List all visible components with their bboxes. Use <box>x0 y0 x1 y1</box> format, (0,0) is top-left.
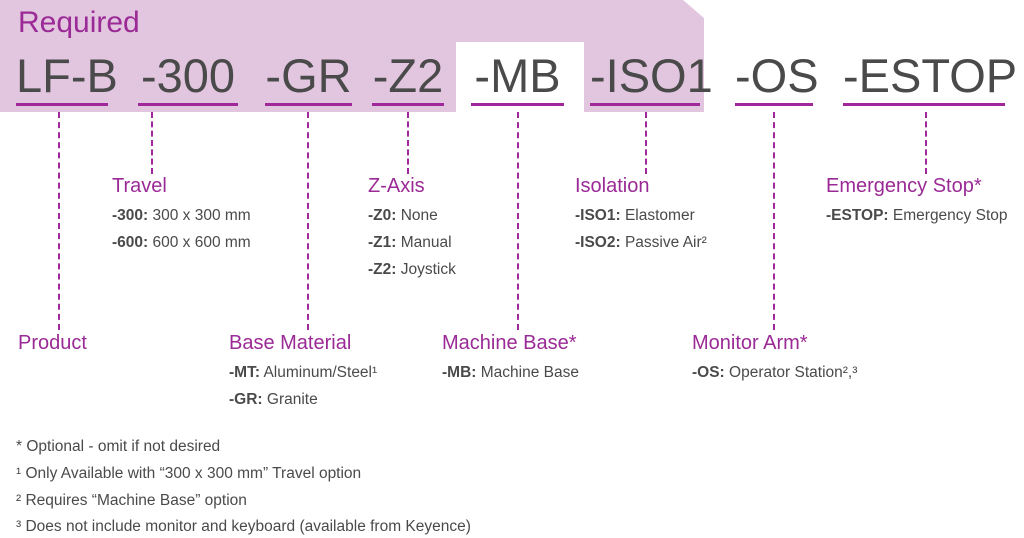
group-label-travel: Travel <box>112 175 167 197</box>
option-travel-600: -600: 600 x 600 mm <box>112 229 251 256</box>
segment-travel-code: -300 <box>140 49 236 102</box>
connector-travel <box>151 112 153 174</box>
segment-machine-base: -MB <box>471 50 564 106</box>
connector-emergency-stop <box>925 112 927 174</box>
required-label: Required <box>18 6 140 39</box>
option-desc: 300 x 300 mm <box>152 207 251 224</box>
option-travel-300: -300: 300 x 300 mm <box>112 202 251 229</box>
option-estop: -ESTOP: Emergency Stop <box>826 202 1008 229</box>
option-code: -OS: <box>692 364 725 381</box>
option-desc: 600 x 600 mm <box>152 234 251 251</box>
option-mb: -MB: Machine Base <box>442 359 579 386</box>
option-code: -ISO1: <box>575 207 621 224</box>
option-iso1: -ISO1: Elastomer <box>575 202 695 229</box>
segment-z-axis-code: -Z2 <box>372 49 444 102</box>
option-code: -Z2: <box>368 261 397 278</box>
group-label-base-material: Base Material <box>229 332 352 354</box>
segment-monitor-arm: -OS <box>735 50 819 106</box>
group-label-machine-base: Machine Base* <box>442 332 577 354</box>
required-band-shape <box>0 0 704 112</box>
option-mt: -MT: Aluminum/Steel¹ <box>229 359 377 386</box>
group-label-z-axis: Z-Axis <box>368 175 425 197</box>
option-code: -GR: <box>229 391 263 408</box>
segment-machine-base-underline <box>471 103 564 106</box>
group-label-product: Product <box>18 332 87 354</box>
segment-monitor-arm-underline <box>735 103 813 106</box>
group-label-emergency-stop: Emergency Stop* <box>826 175 982 197</box>
connector-machine-base <box>517 112 519 330</box>
option-desc: Aluminum/Steel¹ <box>263 364 378 381</box>
connector-base-material <box>307 112 309 330</box>
footnote-1: ¹ Only Available with “300 x 300 mm” Tra… <box>16 465 362 482</box>
option-desc: Granite <box>266 391 318 408</box>
footnote-2: ² Requires “Machine Base” option <box>16 492 247 509</box>
option-code: -600: <box>112 234 149 251</box>
segment-base-material-underline <box>265 103 352 106</box>
option-desc: Joystick <box>400 261 456 278</box>
option-z1: -Z1: Manual <box>368 229 452 256</box>
option-code: -MB: <box>442 364 477 381</box>
connector-isolation <box>645 112 647 174</box>
footnote-optional: * Optional - omit if not desired <box>16 438 221 455</box>
option-code: -ESTOP: <box>826 207 889 224</box>
segment-machine-base-code: -MB <box>474 49 561 102</box>
segment-z-axis-underline <box>372 103 444 106</box>
segment-base-material: -GR <box>265 50 352 106</box>
option-z2: -Z2: Joystick <box>368 256 456 283</box>
option-code: -Z1: <box>368 234 397 251</box>
group-label-monitor-arm: Monitor Arm* <box>692 332 808 354</box>
segment-product-code: LF-B <box>16 49 118 102</box>
option-code: -ISO2: <box>575 234 621 251</box>
connector-product <box>58 112 60 330</box>
segment-travel-underline <box>138 103 238 106</box>
connector-monitor-arm <box>773 112 775 330</box>
option-desc: Manual <box>400 234 452 251</box>
required-band <box>0 0 704 112</box>
segment-emergency-stop-underline <box>843 103 1005 106</box>
option-desc: Machine Base <box>480 364 579 381</box>
segment-base-material-code: -GR <box>265 49 352 102</box>
segment-product-underline <box>16 103 108 106</box>
option-desc: Emergency Stop <box>892 207 1008 224</box>
footnote-3: ³ Does not include monitor and keyboard … <box>16 518 471 535</box>
option-os: -OS: Operator Station²,³ <box>692 359 857 386</box>
segment-monitor-arm-code: -OS <box>735 49 819 102</box>
option-desc: None <box>400 207 438 224</box>
option-z0: -Z0: None <box>368 202 438 229</box>
option-code: -300: <box>112 207 149 224</box>
option-desc: Operator Station²,³ <box>729 364 858 381</box>
segment-isolation-code: -ISO1 <box>590 49 713 102</box>
segment-travel: -300 <box>138 50 238 106</box>
option-desc: Elastomer <box>624 207 695 224</box>
option-iso2: -ISO2: Passive Air² <box>575 229 707 256</box>
segment-product: LF-B <box>16 50 118 106</box>
option-gr: -GR: Granite <box>229 386 318 413</box>
segment-emergency-stop: -ESTOP <box>843 50 1017 106</box>
option-code: -Z0: <box>368 207 397 224</box>
segment-isolation-underline <box>590 103 700 106</box>
segment-z-axis: -Z2 <box>372 50 444 106</box>
option-code: -MT: <box>229 364 260 381</box>
segment-isolation: -ISO1 <box>590 50 713 106</box>
segment-emergency-stop-code: -ESTOP <box>843 49 1018 102</box>
connector-z-axis <box>407 112 409 174</box>
option-desc: Passive Air² <box>624 234 707 251</box>
group-label-isolation: Isolation <box>575 175 650 197</box>
